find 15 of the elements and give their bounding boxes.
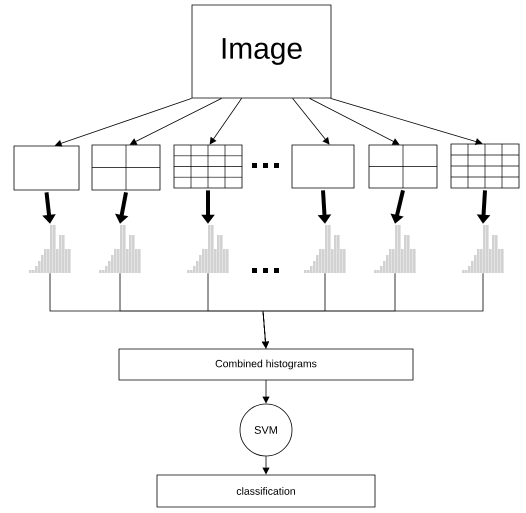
histogram-drawing (462, 225, 504, 273)
histogram-drawing (29, 225, 71, 273)
histogram-drawing (187, 225, 229, 273)
grid-box (174, 144, 242, 188)
grid-box (368, 144, 438, 188)
process-box: Combined histograms (118, 348, 414, 380)
process-box: classification (156, 474, 376, 508)
histogram-drawing (99, 225, 141, 273)
grid-box (292, 144, 354, 188)
grid-box (92, 144, 160, 190)
histogram-drawing (374, 225, 416, 273)
grid-box (14, 146, 80, 190)
histogram-drawing (304, 225, 346, 273)
process-box: Image (192, 4, 332, 98)
grid-box (450, 144, 520, 188)
